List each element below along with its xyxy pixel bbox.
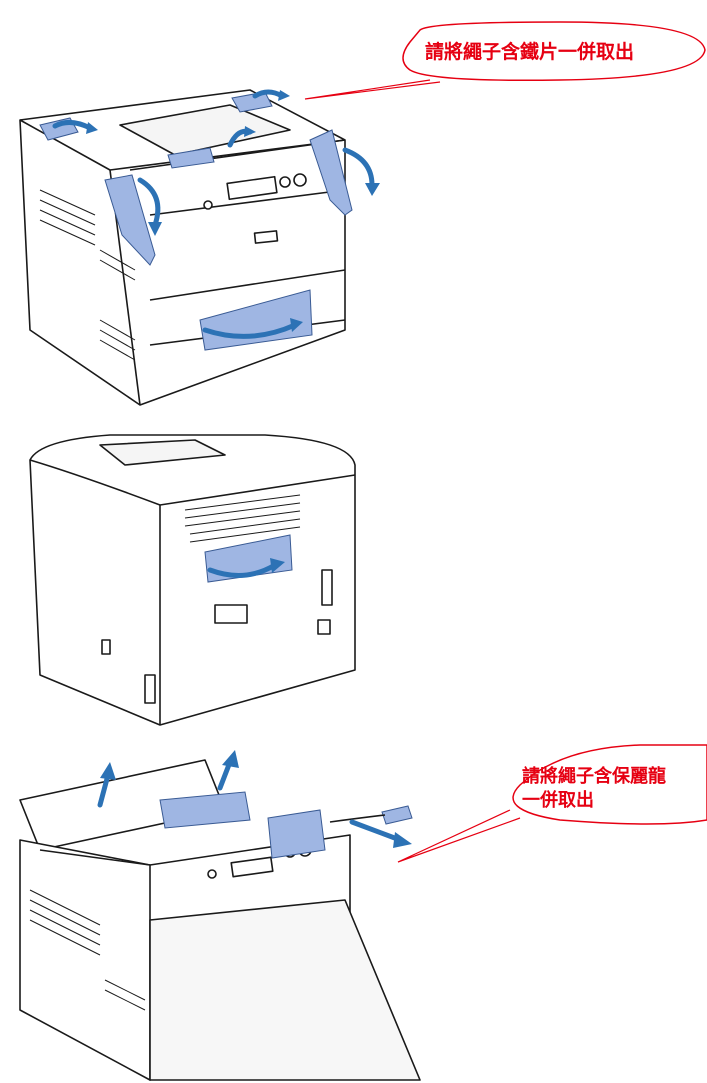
figure-printer-front: 請將繩子含鐵片一併取出 xyxy=(0,0,707,420)
callout-bubble-2: 請將繩子含保麗龍 一併取出 xyxy=(397,744,707,863)
printer-front-illustration: 請將繩子含鐵片一併取出 xyxy=(19,21,706,406)
callout-bubble-1: 請將繩子含鐵片一併取出 xyxy=(304,21,706,100)
printer-open-illustration: 請將繩子含保麗龍 一併取出 xyxy=(19,744,707,1081)
callout-2-line-1: 請將繩子含保麗龍 xyxy=(522,765,666,787)
callout-1-text: 請將繩子含鐵片一併取出 xyxy=(425,40,634,63)
callout-2-line-2: 一併取出 xyxy=(522,789,594,811)
figure-printer-open: 請將繩子含保麗龍 一併取出 xyxy=(0,740,707,1083)
figure-printer-rear xyxy=(0,420,707,740)
printer-rear-illustration xyxy=(29,434,356,726)
